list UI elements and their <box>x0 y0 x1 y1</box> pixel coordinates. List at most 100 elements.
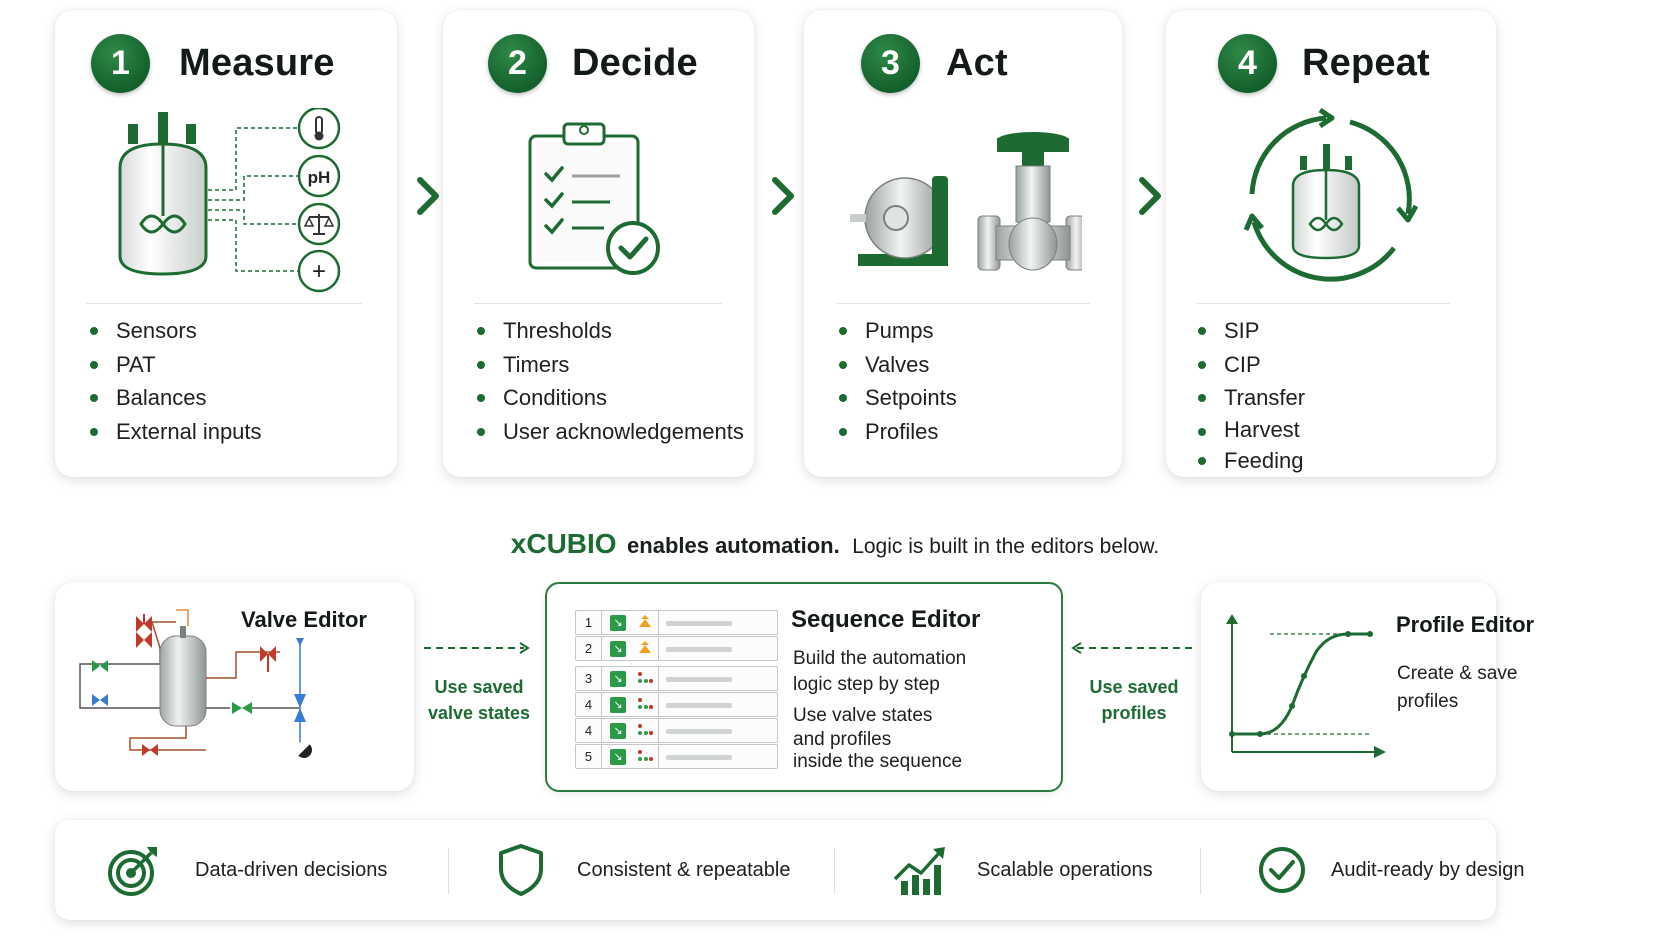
shield-icon <box>499 844 543 896</box>
step-number-badge: 2 <box>488 34 547 93</box>
growth-chart-icon <box>893 847 945 895</box>
tagline-bold: enables automation. <box>627 533 840 558</box>
text-line: and profiles <box>793 729 892 750</box>
check-circle-icon <box>1259 847 1305 893</box>
list-item: User acknowledgements <box>475 415 744 449</box>
step-index: 1 <box>576 611 602 634</box>
row-divider <box>658 667 659 690</box>
sequence-step-row: 2 ↘ <box>575 636 778 661</box>
step-title-decide: Decide <box>572 42 698 84</box>
link-label-profiles: Use saved profiles <box>1074 674 1194 726</box>
sequence-step-row: 5 ↘ <box>575 744 778 769</box>
text-line: Use valve states <box>793 705 933 726</box>
valve-editor-card <box>55 582 414 791</box>
profile-editor-title: Profile Editor <box>1396 612 1535 637</box>
list-item: CIP <box>1196 348 1305 382</box>
step-action-icon: ↘ <box>610 723 626 739</box>
profile-editor-description: Create & save profiles <box>1397 660 1517 716</box>
benefit-label: Data-driven decisions <box>195 858 388 881</box>
profile-icon <box>638 724 653 735</box>
step-action-icon: ↘ <box>610 697 626 713</box>
step-placeholder-bar <box>666 647 732 652</box>
list-item: External inputs <box>88 415 262 449</box>
sequence-step-row: 4 ↘ <box>575 692 778 717</box>
benefit-label: Consistent & repeatable <box>577 858 791 881</box>
link-label-line: profiles <box>1101 703 1167 723</box>
text-line: Build the automation <box>793 648 967 669</box>
step-action-icon: ↘ <box>610 671 626 687</box>
profile-icon <box>638 672 653 683</box>
valve-editor-title: Valve Editor <box>241 607 367 632</box>
ph-sensor-label: pH <box>308 168 331 187</box>
benefit-divider <box>1200 848 1201 894</box>
step-index: 5 <box>576 745 602 768</box>
row-divider <box>658 693 659 716</box>
list-item: Conditions <box>475 381 744 415</box>
clipboard-checklist-illustration <box>528 122 660 275</box>
step-index: 3 <box>576 667 602 690</box>
list-item: Setpoints <box>837 381 957 415</box>
card-divider <box>836 303 1090 304</box>
valve-state-icon <box>639 641 651 653</box>
link-label-line: valve states <box>427 703 531 723</box>
benefit-data-driven: Data-driven decisions <box>107 843 387 897</box>
card-divider <box>474 303 722 304</box>
repeat-cycle-illustration <box>1243 108 1419 282</box>
step-number-badge: 1 <box>91 34 150 93</box>
step-title-measure: Measure <box>179 42 335 84</box>
link-label-line: Use saved <box>434 677 524 697</box>
list-item: Pumps <box>837 314 957 348</box>
valve-diagram-illustration <box>79 609 312 758</box>
sequence-editor-description: Build the automation logic step by step <box>793 646 966 698</box>
decide-list: Thresholds Timers Conditions User acknow… <box>475 314 744 448</box>
card-divider <box>86 303 362 304</box>
chevron-right-icon <box>772 177 794 215</box>
benefit-consistent: Consistent & repeatable <box>497 843 790 897</box>
profile-icon <box>638 698 653 709</box>
benefit-divider <box>448 848 449 894</box>
list-item: Valves <box>837 348 957 382</box>
link-label-valve-states: Use saved valve states <box>424 674 534 726</box>
list-item: Timers <box>475 348 744 382</box>
benefit-label: Scalable operations <box>977 858 1153 881</box>
list-item: Sensors <box>88 314 262 348</box>
list-item: Harvest <box>1196 415 1305 444</box>
step-placeholder-bar <box>666 703 732 708</box>
bioreactor-sensors-illustration: pH + <box>118 108 341 293</box>
automation-tagline: xCUBIO enables automation. Logic is buil… <box>0 528 1670 560</box>
benefit-audit-ready: Audit-ready by design <box>1257 843 1524 897</box>
step-index: 2 <box>576 637 602 660</box>
card-divider <box>1196 303 1450 304</box>
step-placeholder-bar <box>666 729 732 734</box>
text-line: logic step by step <box>793 674 940 695</box>
step-action-icon: ↘ <box>610 615 626 631</box>
sequence-editor-card: 1 ↘ 2 ↘ 3 ↘ 4 ↘ 4 ↘ 5 ↘ Sequen <box>545 582 1063 792</box>
pump-valve-illustration <box>850 132 1082 271</box>
sequence-step-row: 3 ↘ <box>575 666 778 691</box>
step-placeholder-bar <box>666 677 732 682</box>
step-placeholder-bar <box>666 621 732 626</box>
step-action-icon: ↘ <box>610 641 626 657</box>
text-line: Create & save <box>1397 663 1518 684</box>
row-divider <box>658 611 659 634</box>
list-item: Feeding <box>1196 444 1305 478</box>
row-divider <box>658 637 659 660</box>
act-list: Pumps Valves Setpoints Profiles <box>837 314 957 448</box>
list-item: Thresholds <box>475 314 744 348</box>
step-number-badge: 3 <box>861 34 920 93</box>
sequence-editor-description: Use valve states and profiles inside the… <box>793 704 962 774</box>
benefit-label: Audit-ready by design <box>1331 858 1525 881</box>
chevron-right-icon <box>1139 177 1161 215</box>
profile-icon <box>638 750 653 761</box>
step-title-repeat: Repeat <box>1302 42 1430 84</box>
step-title-act: Act <box>946 42 1008 84</box>
dashed-arrow-left <box>1071 642 1195 654</box>
sequence-step-row: 4 ↘ <box>575 718 778 743</box>
repeat-list: SIP CIP Transfer Harvest Feeding <box>1196 314 1305 477</box>
step-index: 4 <box>576 693 602 716</box>
profile-editor-card <box>1201 582 1496 791</box>
row-divider <box>658 745 659 768</box>
list-item: Profiles <box>837 415 957 449</box>
list-item: Balances <box>88 381 262 415</box>
benefit-divider <box>834 848 835 894</box>
